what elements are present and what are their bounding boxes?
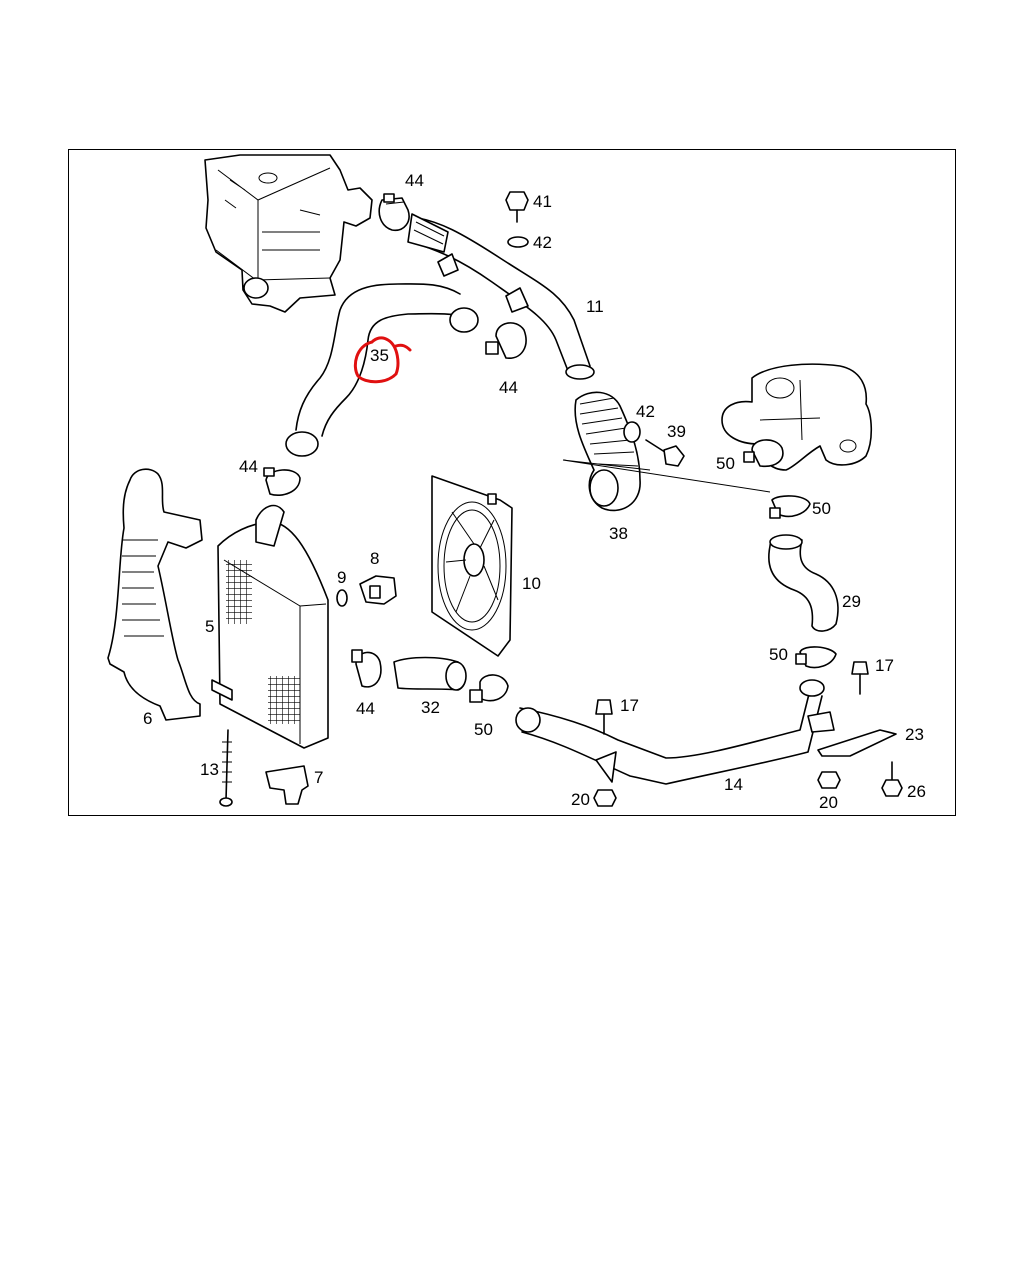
label-17-mid: 17 <box>620 696 639 715</box>
bracket-6 <box>107 468 203 721</box>
label-50-pipe: 50 <box>769 645 788 664</box>
pipe-14 <box>515 679 835 785</box>
label-32: 32 <box>421 698 440 717</box>
label-20-right: 20 <box>819 793 838 812</box>
washer-42-top <box>507 236 529 248</box>
bolt-17-mid <box>595 699 613 735</box>
seal-ring-9 <box>336 589 348 607</box>
fan-10 <box>431 475 513 657</box>
label-26: 26 <box>907 782 926 801</box>
nut-20-mid <box>593 789 617 807</box>
nut-20-right <box>817 771 841 789</box>
pipe-11 <box>407 213 595 380</box>
bolt-41 <box>505 191 529 223</box>
engine-housing <box>204 154 373 313</box>
hose-clamp-50-lower <box>469 674 509 703</box>
label-6: 6 <box>143 709 152 728</box>
radiator-5 <box>211 504 329 749</box>
label-8: 8 <box>370 549 379 568</box>
hose-35 <box>285 283 479 457</box>
label-14: 14 <box>724 775 743 794</box>
label-11: 11 <box>586 297 604 316</box>
label-20-mid: 20 <box>571 790 590 809</box>
label-9: 9 <box>337 568 346 587</box>
label-50-lower: 50 <box>474 720 493 739</box>
label-7: 7 <box>314 768 323 787</box>
label-42-top: 42 <box>533 233 552 252</box>
label-44-top: 44 <box>405 171 424 190</box>
label-44-mid: 44 <box>499 378 518 397</box>
hose-clamp-50-thermostat <box>743 439 784 468</box>
label-5: 5 <box>205 617 214 636</box>
rod-13 <box>219 729 233 807</box>
label-42-mid: 42 <box>636 402 655 421</box>
hose-29 <box>768 534 839 632</box>
label-39: 39 <box>667 422 686 441</box>
bolt-39 <box>645 439 685 467</box>
label-17-right: 17 <box>875 656 894 675</box>
label-13: 13 <box>200 760 219 779</box>
hose-38 <box>574 391 641 512</box>
label-41: 41 <box>533 192 552 211</box>
washer-42-mid <box>623 421 641 443</box>
bolt-26 <box>881 761 903 797</box>
hose-clamp-50-pipe <box>795 646 837 669</box>
bolt-17-right <box>851 661 869 695</box>
hose-clamp-44-mid <box>485 322 527 359</box>
leader-line-38 <box>562 459 771 493</box>
hose-clamp-44-lower <box>263 467 301 496</box>
label-38: 38 <box>609 524 628 543</box>
highlight-annotation <box>353 336 412 384</box>
bracket-23 <box>817 729 897 757</box>
hose-clamp-50-right <box>769 495 811 519</box>
hose-32 <box>393 656 467 691</box>
switch-8 <box>359 575 397 605</box>
label-35: 35 <box>370 346 389 365</box>
diagram-frame <box>68 149 956 816</box>
hose-clamp-44-bottom <box>351 649 382 688</box>
label-23: 23 <box>905 725 924 744</box>
label-10: 10 <box>522 574 541 593</box>
label-29: 29 <box>842 592 861 611</box>
label-50-thermostat: 50 <box>716 454 735 473</box>
label-44-bottom: 44 <box>356 699 375 718</box>
hose-clamp-44-top <box>378 193 410 232</box>
label-50-right: 50 <box>812 499 831 518</box>
mount-7 <box>265 765 309 805</box>
label-44-lower: 44 <box>239 457 258 476</box>
